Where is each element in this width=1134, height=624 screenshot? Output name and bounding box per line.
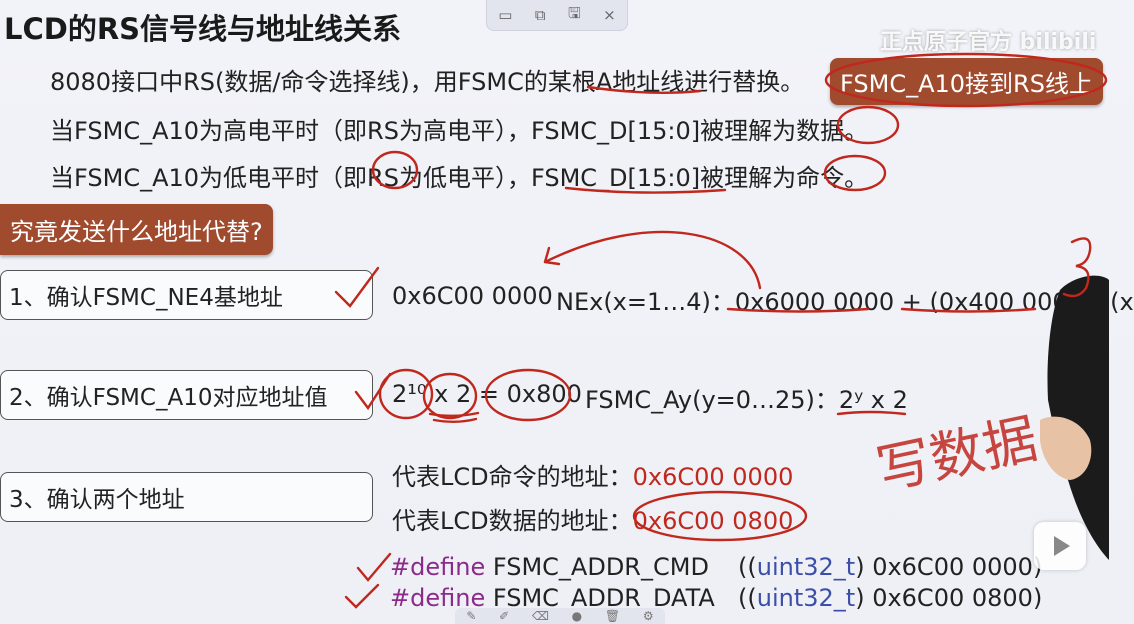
pen-icon[interactable]: ✎: [466, 609, 477, 623]
nex-formula: NEx(x=1…4)：0x6000 0000 + (0x400 0000 * (…: [556, 288, 1134, 316]
bottom-drawing-toolbar: ✎ ✐ ⌫ ● 🗑 ⚙: [455, 608, 665, 624]
data-literal: 0x6C00 0800: [872, 584, 1033, 612]
step-1-label: 1、确认FSMC_NE4基地址: [9, 285, 283, 311]
watermark: 正点原子官方 bilibili: [880, 30, 1097, 55]
define-data-name: FSMC_ADDR_DATA: [492, 584, 715, 612]
data-address-label: 代表LCD数据的地址：: [392, 507, 633, 535]
step-3-label: 3、确认两个地址: [9, 487, 185, 513]
cmd-address-value: 0x6C00 0000: [632, 463, 794, 491]
ne4-base-address: 0x6C00 0000: [392, 282, 553, 310]
high-level-line: 当FSMC_A10为高电平时（即RS为高电平），FSMC_D[15:0]被理解为…: [50, 117, 869, 145]
define-keyword: #define: [390, 553, 486, 581]
define-keyword: #define: [390, 584, 486, 612]
data-address-row: 代表LCD数据的地址：0x6C00 0800: [392, 501, 793, 536]
intro-line: 8080接口中RS(数据/命令选择线)，用FSMC的某根A地址线进行替换。: [50, 68, 805, 96]
define-cmd-line: #define FSMC_ADDR_CMD: [390, 553, 709, 581]
color-icon[interactable]: ●: [571, 609, 583, 623]
save-icon[interactable]: 🖫: [567, 3, 581, 22]
step-1-box: 1、确认FSMC_NE4基地址: [0, 270, 373, 320]
close-icon[interactable]: ×: [603, 6, 616, 24]
play-button[interactable]: [1034, 522, 1086, 570]
eraser-icon[interactable]: ⌫: [531, 609, 549, 623]
window-icon[interactable]: ▭: [498, 6, 513, 24]
question-tag: 究竟发送什么地址代替?: [0, 204, 273, 255]
settings-icon[interactable]: ⚙: [642, 609, 654, 623]
trash-icon[interactable]: 🗑: [604, 609, 621, 623]
type-keyword: uint32_t: [756, 584, 856, 612]
define-cmd-name: FSMC_ADDR_CMD: [492, 553, 709, 581]
data-address-value: 0x6C00 0800: [632, 507, 794, 535]
step-3-box: 3、确认两个地址: [0, 472, 373, 522]
define-data-line: #define FSMC_ADDR_DATA: [390, 584, 715, 612]
cmd-literal: 0x6C00 0000: [872, 553, 1033, 581]
ay-formula: FSMC_Ay(y=0…25)：2ʸ x 2: [585, 386, 908, 414]
rs-mapping-tag: FSMC_A10接到RS线上: [830, 58, 1103, 105]
highlighter-icon[interactable]: ✐: [499, 609, 510, 623]
step-2-label: 2、确认FSMC_A10对应地址值: [9, 385, 328, 411]
a10-address-value: 2¹⁰ x 2 = 0x800: [392, 380, 582, 408]
low-level-line: 当FSMC_A10为低电平时（即RS为低电平），FSMC_D[15:0]被理解为…: [50, 164, 869, 192]
page-title: LCD的RS信号线与地址线关系: [4, 12, 402, 46]
copy-icon[interactable]: ⧉: [534, 6, 546, 24]
cmd-address-label: 代表LCD命令的地址：: [392, 463, 633, 491]
type-keyword: uint32_t: [756, 553, 856, 581]
define-data-value: ((uint32_t) 0x6C00 0800): [738, 584, 1043, 612]
step-2-box: 2、确认FSMC_A10对应地址值: [0, 370, 373, 420]
define-cmd-value: ((uint32_t) 0x6C00 0000): [738, 553, 1042, 581]
floating-toolbar: ▭ ⧉ 🖫 ×: [486, 0, 628, 31]
play-icon: [1054, 536, 1070, 556]
cmd-address-row: 代表LCD命令的地址：0x6C00 0000: [392, 457, 793, 492]
